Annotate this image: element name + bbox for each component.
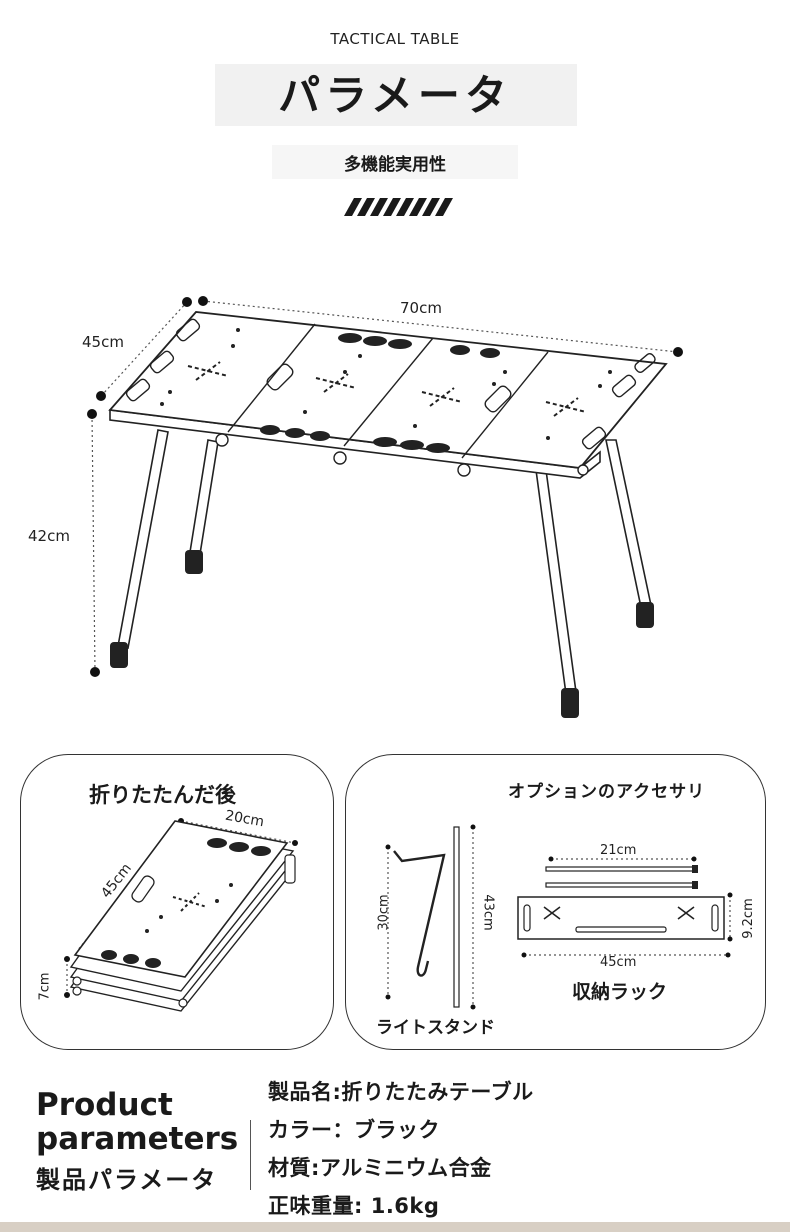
- bottom-strip: [0, 1222, 790, 1232]
- folded-panel-title: 折りたたんだ後: [89, 783, 236, 807]
- product-parameters-heading-ja: 製品パラメータ: [36, 1166, 218, 1194]
- slash-divider-icon: [344, 198, 453, 216]
- table-illustration: [87, 296, 683, 718]
- storage-rack-label: 収納ラック: [572, 981, 668, 1003]
- folded-size-panel: 折りたたんだ後: [20, 754, 334, 1050]
- spec-color: カラー：ブラック: [268, 1118, 440, 1142]
- eyebrow-text: TACTICAL TABLE: [330, 30, 460, 48]
- pole-height-label: 43cm: [480, 894, 496, 931]
- spec-material: 材質:アルミニウム合金: [268, 1156, 492, 1180]
- accessories-panel: オプションのアクセサリ: [345, 754, 766, 1050]
- page-title: パラメータ: [278, 71, 512, 120]
- page-subtitle: 多機能実用性: [344, 155, 446, 175]
- height-dimension-label: 42cm: [28, 527, 70, 545]
- spec-net-weight: 正味重量: 1.6kg: [268, 1194, 440, 1218]
- folded-table-illustration: [64, 818, 298, 1012]
- accessories-illustration: [385, 824, 733, 1010]
- width-dimension-label: 70cm: [400, 299, 442, 317]
- subtitle-backdrop: [272, 145, 518, 179]
- folded-thickness-label: 7cm: [37, 972, 53, 1001]
- rack-height-label: 9.2cm: [740, 898, 756, 939]
- parameters-divider: [250, 1120, 251, 1190]
- light-stand-label: ライトスタンド: [376, 1018, 495, 1038]
- rod-length-label: 21cm: [600, 843, 637, 858]
- title-backdrop: [215, 64, 577, 126]
- spec-product-name: 製品名:折りたたみテーブル: [268, 1080, 534, 1104]
- accessories-panel-title: オプションのアクセサリ: [508, 782, 706, 802]
- hook-height-label: 30cm: [376, 894, 392, 931]
- product-parameters-heading: Product parameters: [36, 1087, 239, 1157]
- rack-length-label: 45cm: [600, 955, 637, 970]
- depth-dimension-label: 45cm: [82, 333, 124, 351]
